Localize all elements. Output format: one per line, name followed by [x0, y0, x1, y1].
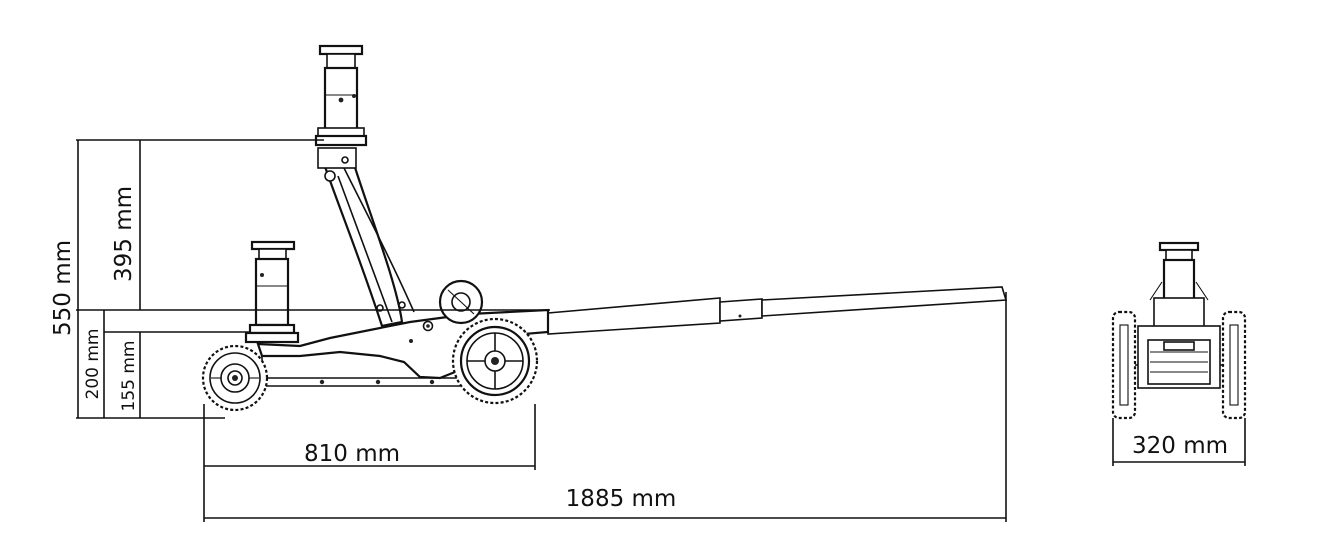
side-view: [201, 44, 1008, 412]
front-view: [1111, 241, 1247, 420]
saddle-raised: [314, 44, 368, 147]
label-max-height: 550 mm: [50, 240, 76, 336]
handle: [547, 286, 1008, 335]
dimension-lines: [76, 139, 1246, 522]
label-min-height: 200 mm: [83, 329, 103, 400]
saddle-lowered: [244, 240, 300, 344]
rear-wheel: [451, 317, 539, 405]
label-total-length: 1885 mm: [566, 486, 677, 512]
label-width: 320 mm: [1132, 433, 1228, 459]
pivot-disc: [438, 279, 484, 325]
lift-arm: [317, 147, 415, 328]
label-wheelbase: 810 mm: [304, 441, 400, 467]
dimension-labels: 550 mm 395 mm 200 mm 155 mm 810 mm 1885 …: [50, 186, 1228, 512]
front-wheel: [201, 344, 269, 412]
label-lift-stroke: 395 mm: [111, 186, 137, 282]
label-saddle-height: 155 mm: [119, 341, 139, 412]
